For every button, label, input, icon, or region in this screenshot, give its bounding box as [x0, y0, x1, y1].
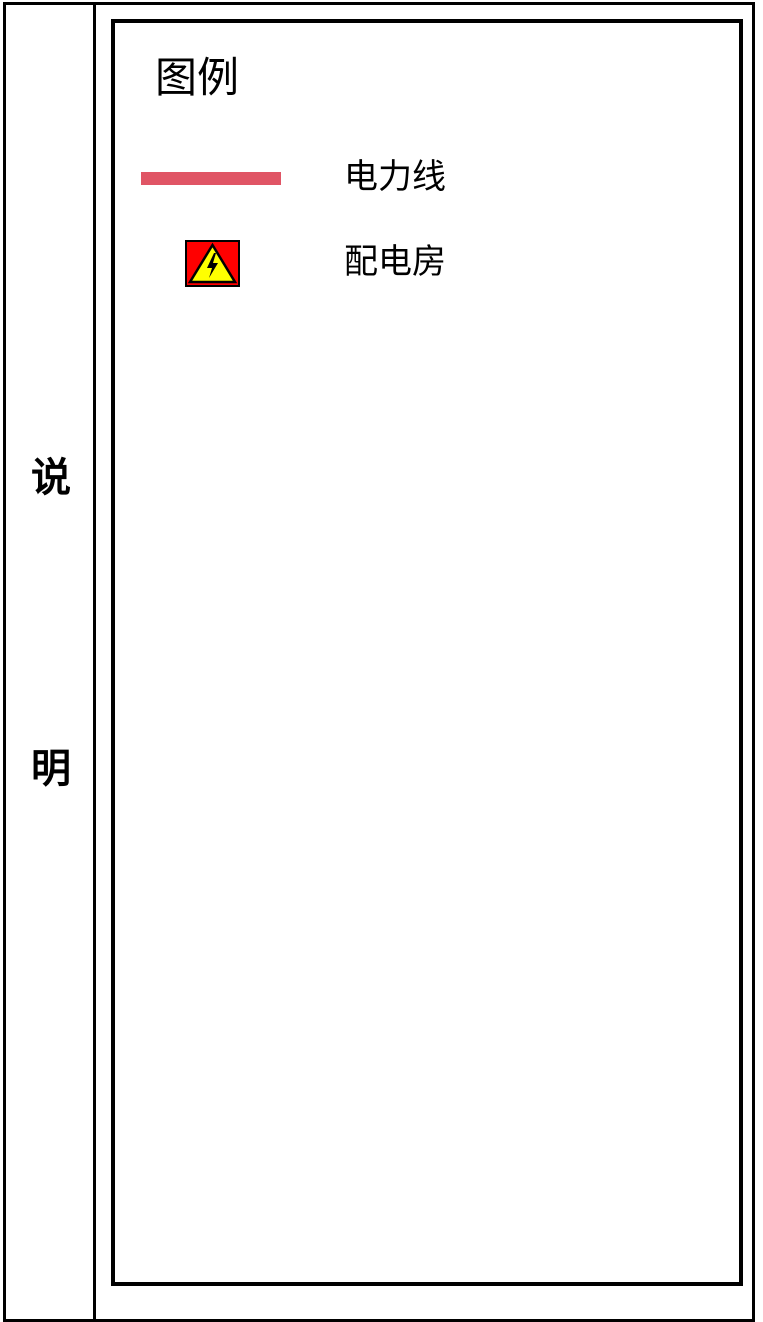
side-label-column: 说 明 [3, 2, 96, 1322]
power-line-symbol [141, 172, 281, 185]
electrical-hazard-warning-icon [185, 240, 240, 287]
legend-item-power-line: 电力线 [115, 153, 739, 203]
legend-title: 图例 [155, 53, 240, 102]
legend-item-substation: 配电房 [115, 238, 739, 288]
legend-swatch [141, 238, 281, 288]
legend-panel: 图例 电力线 配电房 [111, 19, 743, 1286]
legend-swatch [141, 153, 281, 203]
side-label-char-1: 说 [31, 455, 71, 501]
legend-item-label: 电力线 [344, 157, 446, 197]
side-label-char-2: 明 [31, 746, 71, 792]
legend-item-label: 配电房 [344, 242, 446, 282]
